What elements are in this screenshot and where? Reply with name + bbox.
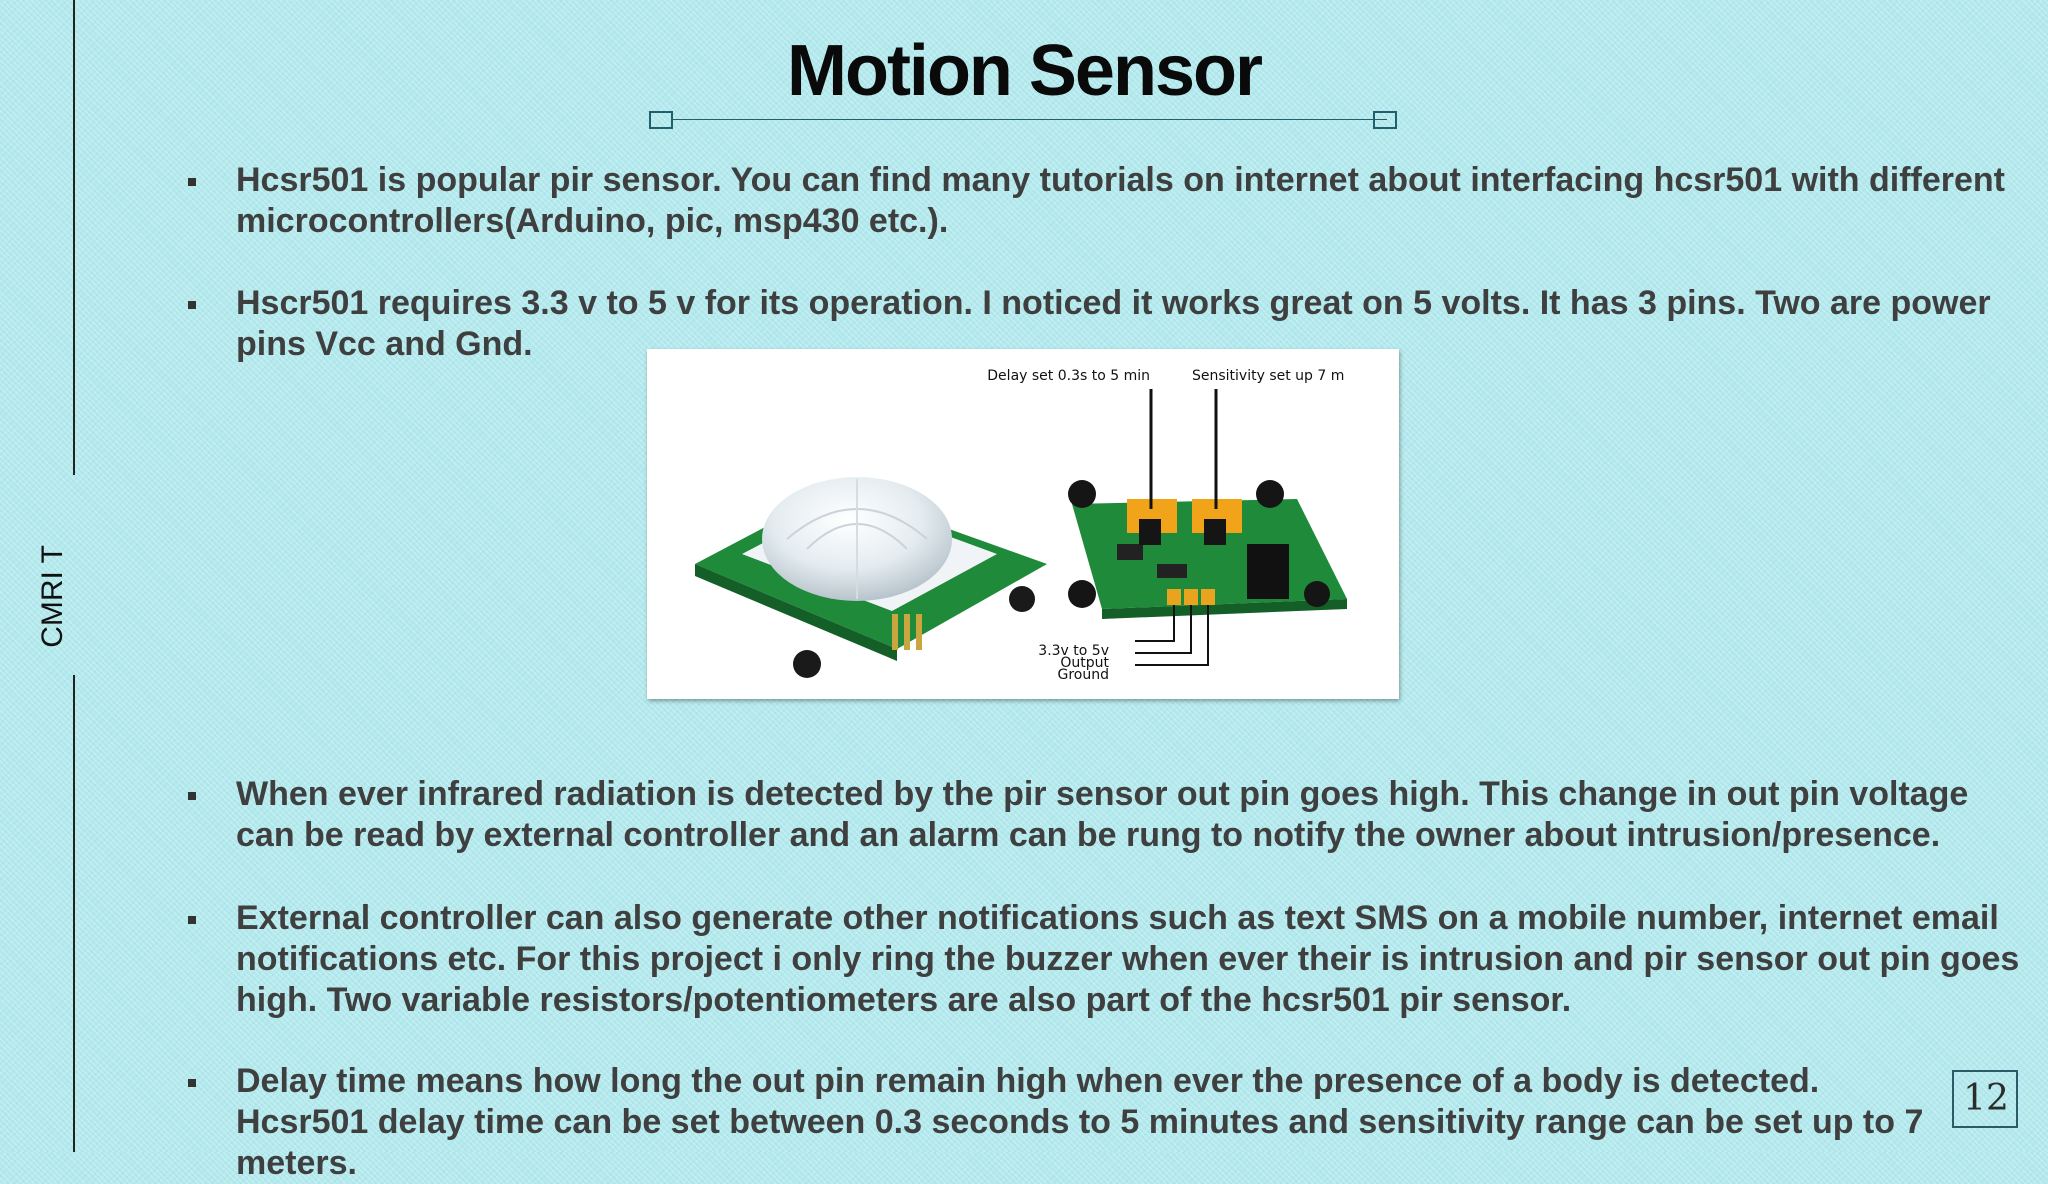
- header-pin: [1167, 589, 1181, 605]
- page-number-frame: [1952, 1070, 2018, 1128]
- bullet-marker: [188, 1079, 196, 1087]
- pin-label-output: Output: [1060, 655, 1109, 671]
- pcb-left-edge: [695, 564, 897, 661]
- pir-sensor-illustration: Delay set 0.3s to 5 min Sensitivity set …: [695, 368, 1347, 683]
- bullet-marker: [188, 178, 196, 186]
- bullet-text: Delay time means how long the out pin re…: [236, 1062, 1924, 1182]
- title-underline: [671, 119, 1387, 120]
- standoff-leg: [1009, 586, 1035, 612]
- pir-sensor-image: Delay set 0.3s to 5 min Sensitivity set …: [647, 349, 1399, 699]
- capacitor: [1304, 581, 1330, 607]
- bullet-marker: [188, 792, 196, 800]
- ic-chip: [1247, 544, 1289, 599]
- side-label: CMRI T: [36, 545, 69, 648]
- title-underline-right-handle: [1373, 111, 1397, 129]
- slide-title: Motion Sensor: [787, 31, 1263, 111]
- standoff-leg: [793, 650, 821, 678]
- bullet-text: External controller can also generate ot…: [236, 899, 2020, 1019]
- header-pin: [1184, 589, 1198, 605]
- capacitor: [1068, 480, 1096, 508]
- page-number: 12: [1963, 1078, 2009, 1119]
- capacitor: [1068, 580, 1096, 608]
- title-underline-left-handle: [649, 111, 673, 129]
- bullet-marker: [188, 301, 196, 309]
- pin-label-ground: Ground: [1058, 667, 1110, 683]
- bullet-text: Hcsr501 is popular pir sensor. You can f…: [236, 161, 2005, 240]
- bullet-text: Hscr501 requires 3.3 v to 5 v for its op…: [236, 284, 1991, 363]
- bullet-text: When ever infrared radiation is detected…: [236, 775, 1969, 854]
- bullet-marker: [188, 916, 196, 924]
- header-pin: [1201, 589, 1215, 605]
- pcb-right-edge: [1102, 599, 1347, 619]
- pin-label-vcc: 3.3v to 5v: [1038, 643, 1109, 659]
- delay-label: Delay set 0.3s to 5 min: [987, 368, 1150, 384]
- left-margin-line-top: [73, 0, 75, 475]
- left-margin-line-bottom: [73, 675, 75, 1152]
- sensitivity-label: Sensitivity set up 7 m: [1192, 368, 1344, 384]
- capacitor: [1256, 480, 1284, 508]
